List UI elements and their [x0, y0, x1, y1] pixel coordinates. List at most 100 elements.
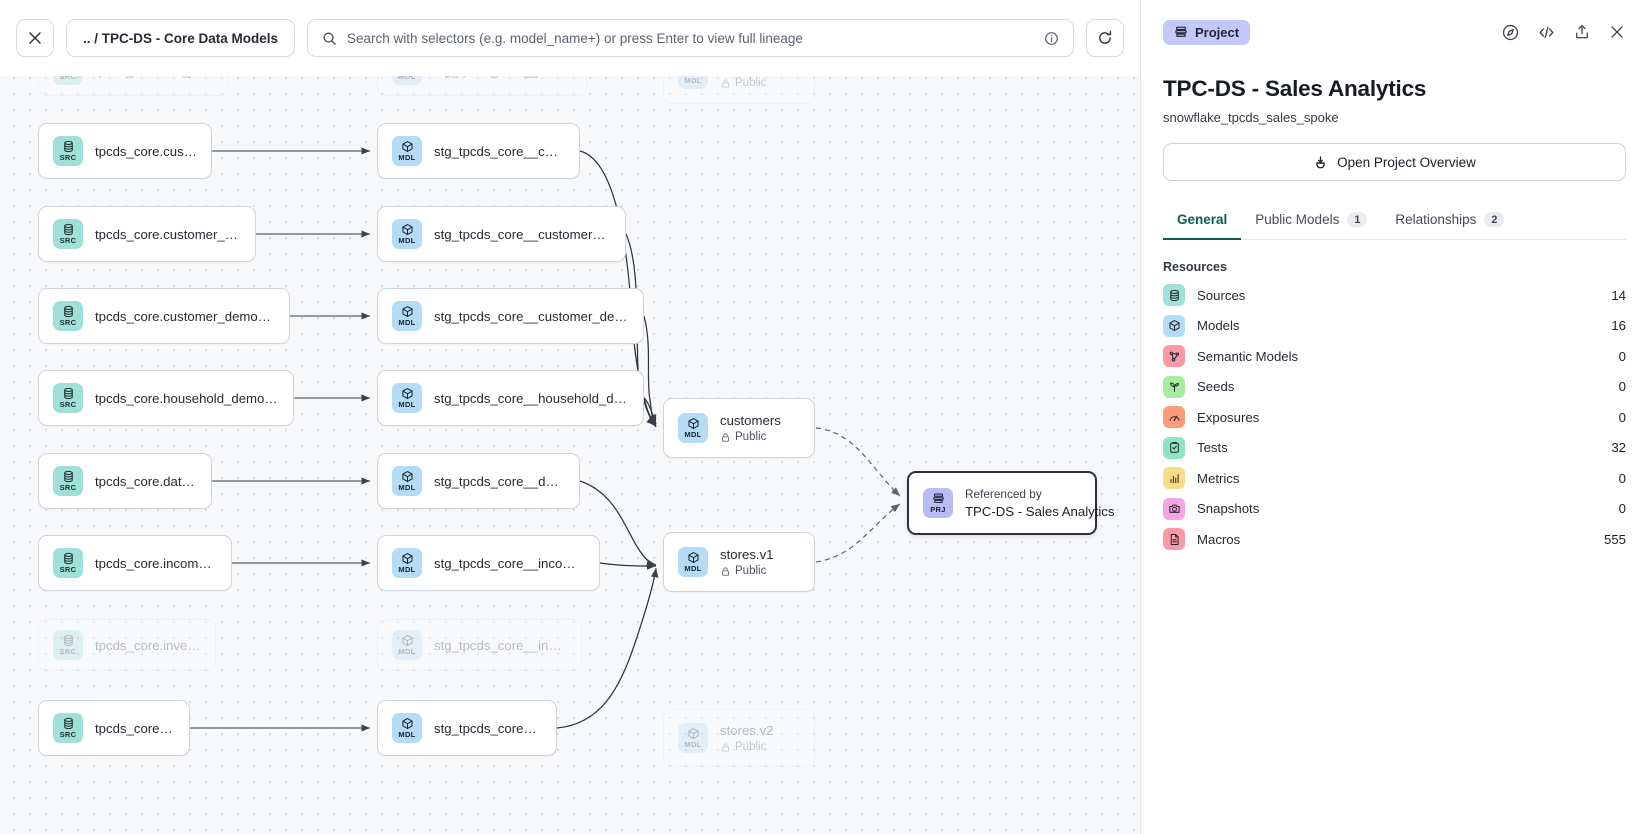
badge-kind-label: MDL — [684, 564, 702, 574]
cube-icon — [401, 718, 413, 730]
refresh-lineage-button[interactable] — [1086, 19, 1124, 57]
node-text: tpcds_core.date_dim — [95, 474, 197, 489]
macro-file-icon — [1170, 533, 1179, 545]
search-info-icon[interactable] — [1044, 31, 1059, 46]
node-text: stg_tpcds_core__income_band — [434, 556, 585, 571]
resource-type-chip[interactable]: Project — [1163, 19, 1251, 45]
lineage-node-mdl_cust_demo[interactable]: MDLstg_tpcds_core__customer_demogra… — [377, 288, 644, 344]
node-text: stg_tpcds_core__customer — [434, 144, 565, 159]
tab-relationships[interactable]: Relationships 2 — [1381, 203, 1518, 240]
compass-icon[interactable] — [1501, 23, 1520, 42]
node-label: stg_tpcds_core__customer — [434, 143, 565, 159]
src-badge: SRC — [53, 630, 83, 660]
search-input[interactable] — [347, 30, 1034, 46]
lineage-canvas[interactable]: SRCtpcds_core.call_centerMDLstg_tpcds_co… — [0, 0, 1140, 834]
code-icon[interactable] — [1537, 23, 1556, 42]
node-text: tpcds_core.income_band — [95, 556, 217, 571]
macro-file-icon — [1163, 528, 1185, 551]
node-text: tpcds_core.store — [95, 721, 175, 736]
node-text: tpcds_core.household_demographics — [95, 391, 279, 406]
node-label: tpcds_core.customer_demographics — [95, 308, 275, 324]
close-panel-icon[interactable] — [1608, 23, 1626, 41]
lineage-node-mdl_hh_demo[interactable]: MDLstg_tpcds_core__household_demogr… — [377, 370, 644, 426]
resource-name: Tests — [1197, 440, 1228, 456]
lineage-node-src_date_dim[interactable]: SRC tpcds_core.date_dim — [38, 453, 212, 509]
close-icon — [29, 32, 41, 44]
cube-icon — [687, 551, 700, 564]
badge-kind-label: MDL — [398, 483, 416, 493]
close-lineage-button[interactable] — [16, 19, 54, 57]
cube-icon — [401, 388, 413, 400]
node-access-label: Public — [735, 77, 767, 89]
cube-icon — [401, 140, 414, 153]
node-access-badge: Public — [720, 741, 774, 753]
page-title: TPC-DS - Sales Analytics — [1163, 76, 1427, 101]
mdl-badge: MDL — [678, 547, 708, 577]
lineage-node-mdl_income_band[interactable]: MDL stg_tpcds_core__income_band — [377, 535, 600, 591]
resource-count: 555 — [1603, 531, 1626, 547]
database-icon — [63, 224, 73, 236]
resource-name: Seeds — [1197, 379, 1235, 395]
details-panel: Project — [1140, 0, 1648, 834]
tab-general[interactable]: General — [1163, 203, 1242, 240]
resource-count: 0 — [1618, 409, 1626, 425]
database-icon — [62, 305, 75, 318]
camera-icon — [1163, 497, 1185, 520]
share-icon[interactable] — [1573, 23, 1591, 41]
lock-icon — [720, 432, 731, 443]
open-project-overview-button[interactable]: Open Project Overview — [1163, 143, 1626, 181]
badge-kind-label: SRC — [59, 236, 77, 246]
mdl-badge: MDL — [392, 466, 422, 496]
database-icon — [62, 223, 75, 236]
cube-icon — [401, 305, 414, 318]
mdl-badge: MDL — [392, 630, 422, 660]
breadcrumb[interactable]: .. / TPC-DS - Core Data Models — [66, 19, 296, 57]
node-access-label: Public — [735, 431, 767, 443]
lineage-nodes: SRCtpcds_core.call_centerMDLstg_tpcds_co… — [38, 44, 1115, 767]
mdl-badge: MDL — [392, 548, 422, 578]
node-text: stg_tpcds_core__store — [434, 721, 542, 736]
badge-kind-label: MDL — [684, 76, 702, 86]
node-access-label: Public — [735, 741, 767, 753]
tab-label: Public Models — [1255, 212, 1340, 227]
node-label: stg_tpcds_core__household_demogr… — [434, 390, 629, 406]
cube-icon — [687, 418, 699, 430]
badge-kind-label: PRJ — [930, 505, 946, 515]
seedling-icon — [1163, 375, 1185, 398]
database-icon — [1169, 289, 1179, 301]
tab-count-badge: 2 — [1484, 212, 1505, 227]
badge-kind-label: SRC — [59, 483, 77, 493]
lock-icon — [720, 78, 731, 89]
database-icon — [62, 387, 75, 400]
search-bar[interactable] — [307, 19, 1074, 57]
resource-name: Semantic Models — [1197, 348, 1299, 364]
tab-label: Relationships — [1395, 212, 1477, 227]
